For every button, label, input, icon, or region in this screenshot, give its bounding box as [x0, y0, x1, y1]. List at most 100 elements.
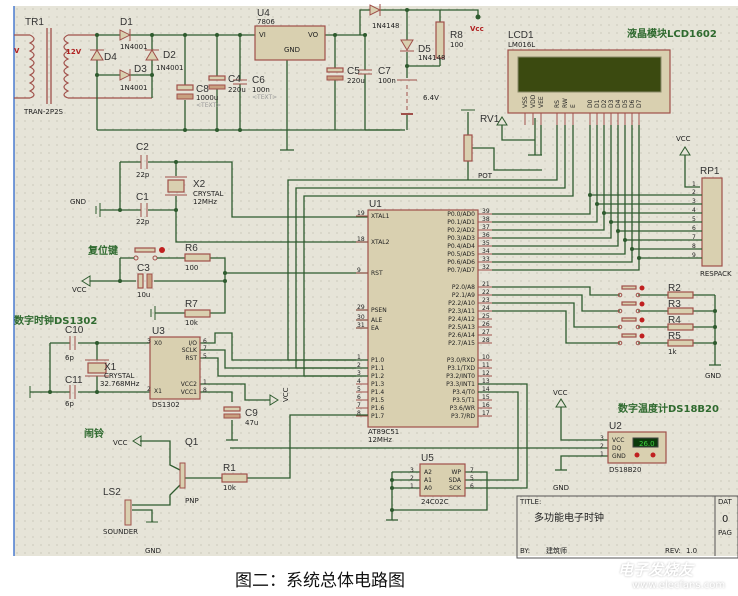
pin-label: P1.0: [371, 357, 384, 364]
eeprom-pin-label: A1: [424, 477, 432, 484]
d1-type: 1N4001: [120, 43, 148, 51]
pin-number: 27: [482, 329, 490, 336]
pin-label: PSEN: [371, 307, 387, 314]
date-label: DAT: [718, 498, 733, 506]
rp1-ref: RP1: [700, 166, 720, 177]
r1-label: R1: [223, 463, 236, 474]
d2-type: 1N4001: [156, 64, 184, 72]
pin-number: 38: [482, 216, 490, 223]
junction: [609, 220, 613, 224]
r7-label: R7: [185, 299, 198, 310]
push-button[interactable]: [621, 317, 637, 322]
lcd-pin-label: D6: [629, 99, 636, 108]
pin-label: ALE: [371, 317, 382, 324]
pin-label: P3.2/INT0: [446, 373, 475, 380]
title-block: TITLE: 多功能电子时钟 BY: 建筑师 REV: 1.0 DAT 0 PA…: [516, 495, 738, 559]
lcd-pin-label: VDD: [530, 94, 537, 108]
pin-label: P0.6/AD6: [447, 259, 475, 266]
pin-label: P1.2: [371, 373, 384, 380]
pin-number: 6: [357, 394, 361, 401]
u1-type: AT89C51: [368, 428, 399, 436]
lcd-pin-label: D0: [587, 99, 594, 108]
d5-type: 1N4148: [418, 54, 446, 62]
reset-button[interactable]: [134, 247, 156, 253]
pin-number: 16: [482, 402, 490, 409]
top-diode-type: 1N4148: [372, 22, 400, 30]
pin-number: 34: [482, 248, 490, 255]
lcd-control-wire: [287, 125, 574, 377]
pin-label: P2.6/A14: [448, 332, 475, 339]
diode-d4: [90, 49, 104, 61]
button-contact: [617, 308, 623, 314]
pin-number: 7: [357, 402, 361, 409]
junction: [616, 229, 620, 233]
button-contact: [635, 324, 641, 330]
u4-pin-gnd: GND: [284, 46, 300, 54]
x2-label: X2: [193, 179, 206, 190]
author: 建筑师: [546, 546, 567, 555]
pin-label: P1.6: [371, 405, 384, 412]
r2-label: R2: [668, 283, 681, 294]
bridge-rectifier: D1 1N4001 D4 D3 1N4001 D2 1N4001: [90, 17, 400, 131]
temp-down-button[interactable]: [634, 452, 640, 458]
temp-pin-label: DQ: [612, 445, 622, 452]
r5-label: R5: [668, 331, 681, 342]
lcd-pin-label: VEE: [538, 96, 545, 108]
rp1-pin-number: 6: [692, 225, 696, 232]
temp-vcc-label: VCC: [553, 389, 568, 397]
button-indicator: [639, 333, 645, 339]
lcd-type: LM016L: [508, 41, 535, 49]
c2-value: 22p: [136, 171, 150, 179]
pin-label: P1.5: [371, 397, 384, 404]
title-label: TITLE:: [519, 498, 541, 506]
pin-number: 37: [482, 224, 490, 231]
u4-type: 7806: [257, 18, 275, 26]
r4-label: R4: [668, 315, 681, 326]
pin-number: 35: [482, 240, 490, 247]
pin-number: 17: [482, 410, 490, 417]
p0-bus-wire: [492, 125, 702, 263]
temp-up-button[interactable]: [650, 452, 656, 458]
eeprom-pin-label: A0: [424, 485, 432, 492]
temp-display: [632, 437, 659, 448]
p0-bus-wire: [492, 125, 702, 271]
pin-number: 10: [482, 354, 490, 361]
pin-label: P3.6/WR: [450, 405, 475, 412]
rp1-pin-number: 5: [692, 216, 696, 223]
key-resistor-value: 1k: [668, 348, 677, 356]
pin-number: 22: [482, 289, 490, 296]
r6-label: R6: [185, 243, 198, 254]
pin-label: P1.3: [371, 381, 384, 388]
pin-number: 13: [482, 378, 490, 385]
key-wire: [492, 302, 715, 328]
pin-label: P2.3/A11: [448, 308, 475, 315]
r3-label: R3: [668, 299, 681, 310]
rev-label: REV:: [665, 547, 681, 555]
push-button[interactable]: [621, 301, 637, 306]
r8-value: 100: [450, 41, 463, 49]
pin-number: 23: [482, 297, 490, 304]
tr1-type: TRAN-2P2S: [23, 108, 64, 116]
p0-bus-wire: [492, 125, 702, 239]
q1-label: Q1: [185, 437, 199, 448]
button-contact: [635, 292, 641, 298]
lcd-ref: LCD1: [508, 30, 534, 41]
c4-label: C4: [228, 74, 241, 85]
diode-d1: [119, 29, 132, 41]
junction: [623, 238, 627, 242]
x1-frequency: 32.768MHz: [100, 380, 140, 388]
p0-bus-wire: [492, 125, 702, 231]
button-contact: [617, 324, 623, 330]
push-button[interactable]: [621, 333, 637, 338]
push-button[interactable]: [621, 285, 637, 290]
r8-label: R8: [450, 30, 463, 41]
pin-label: P3.1/TXD: [447, 365, 475, 372]
p0-bus-wire: [492, 125, 702, 255]
c4-value: 220u: [228, 86, 246, 94]
junction: [637, 256, 641, 260]
rtc-pin-number: 5: [203, 353, 207, 360]
pin-number: 5: [357, 386, 361, 393]
